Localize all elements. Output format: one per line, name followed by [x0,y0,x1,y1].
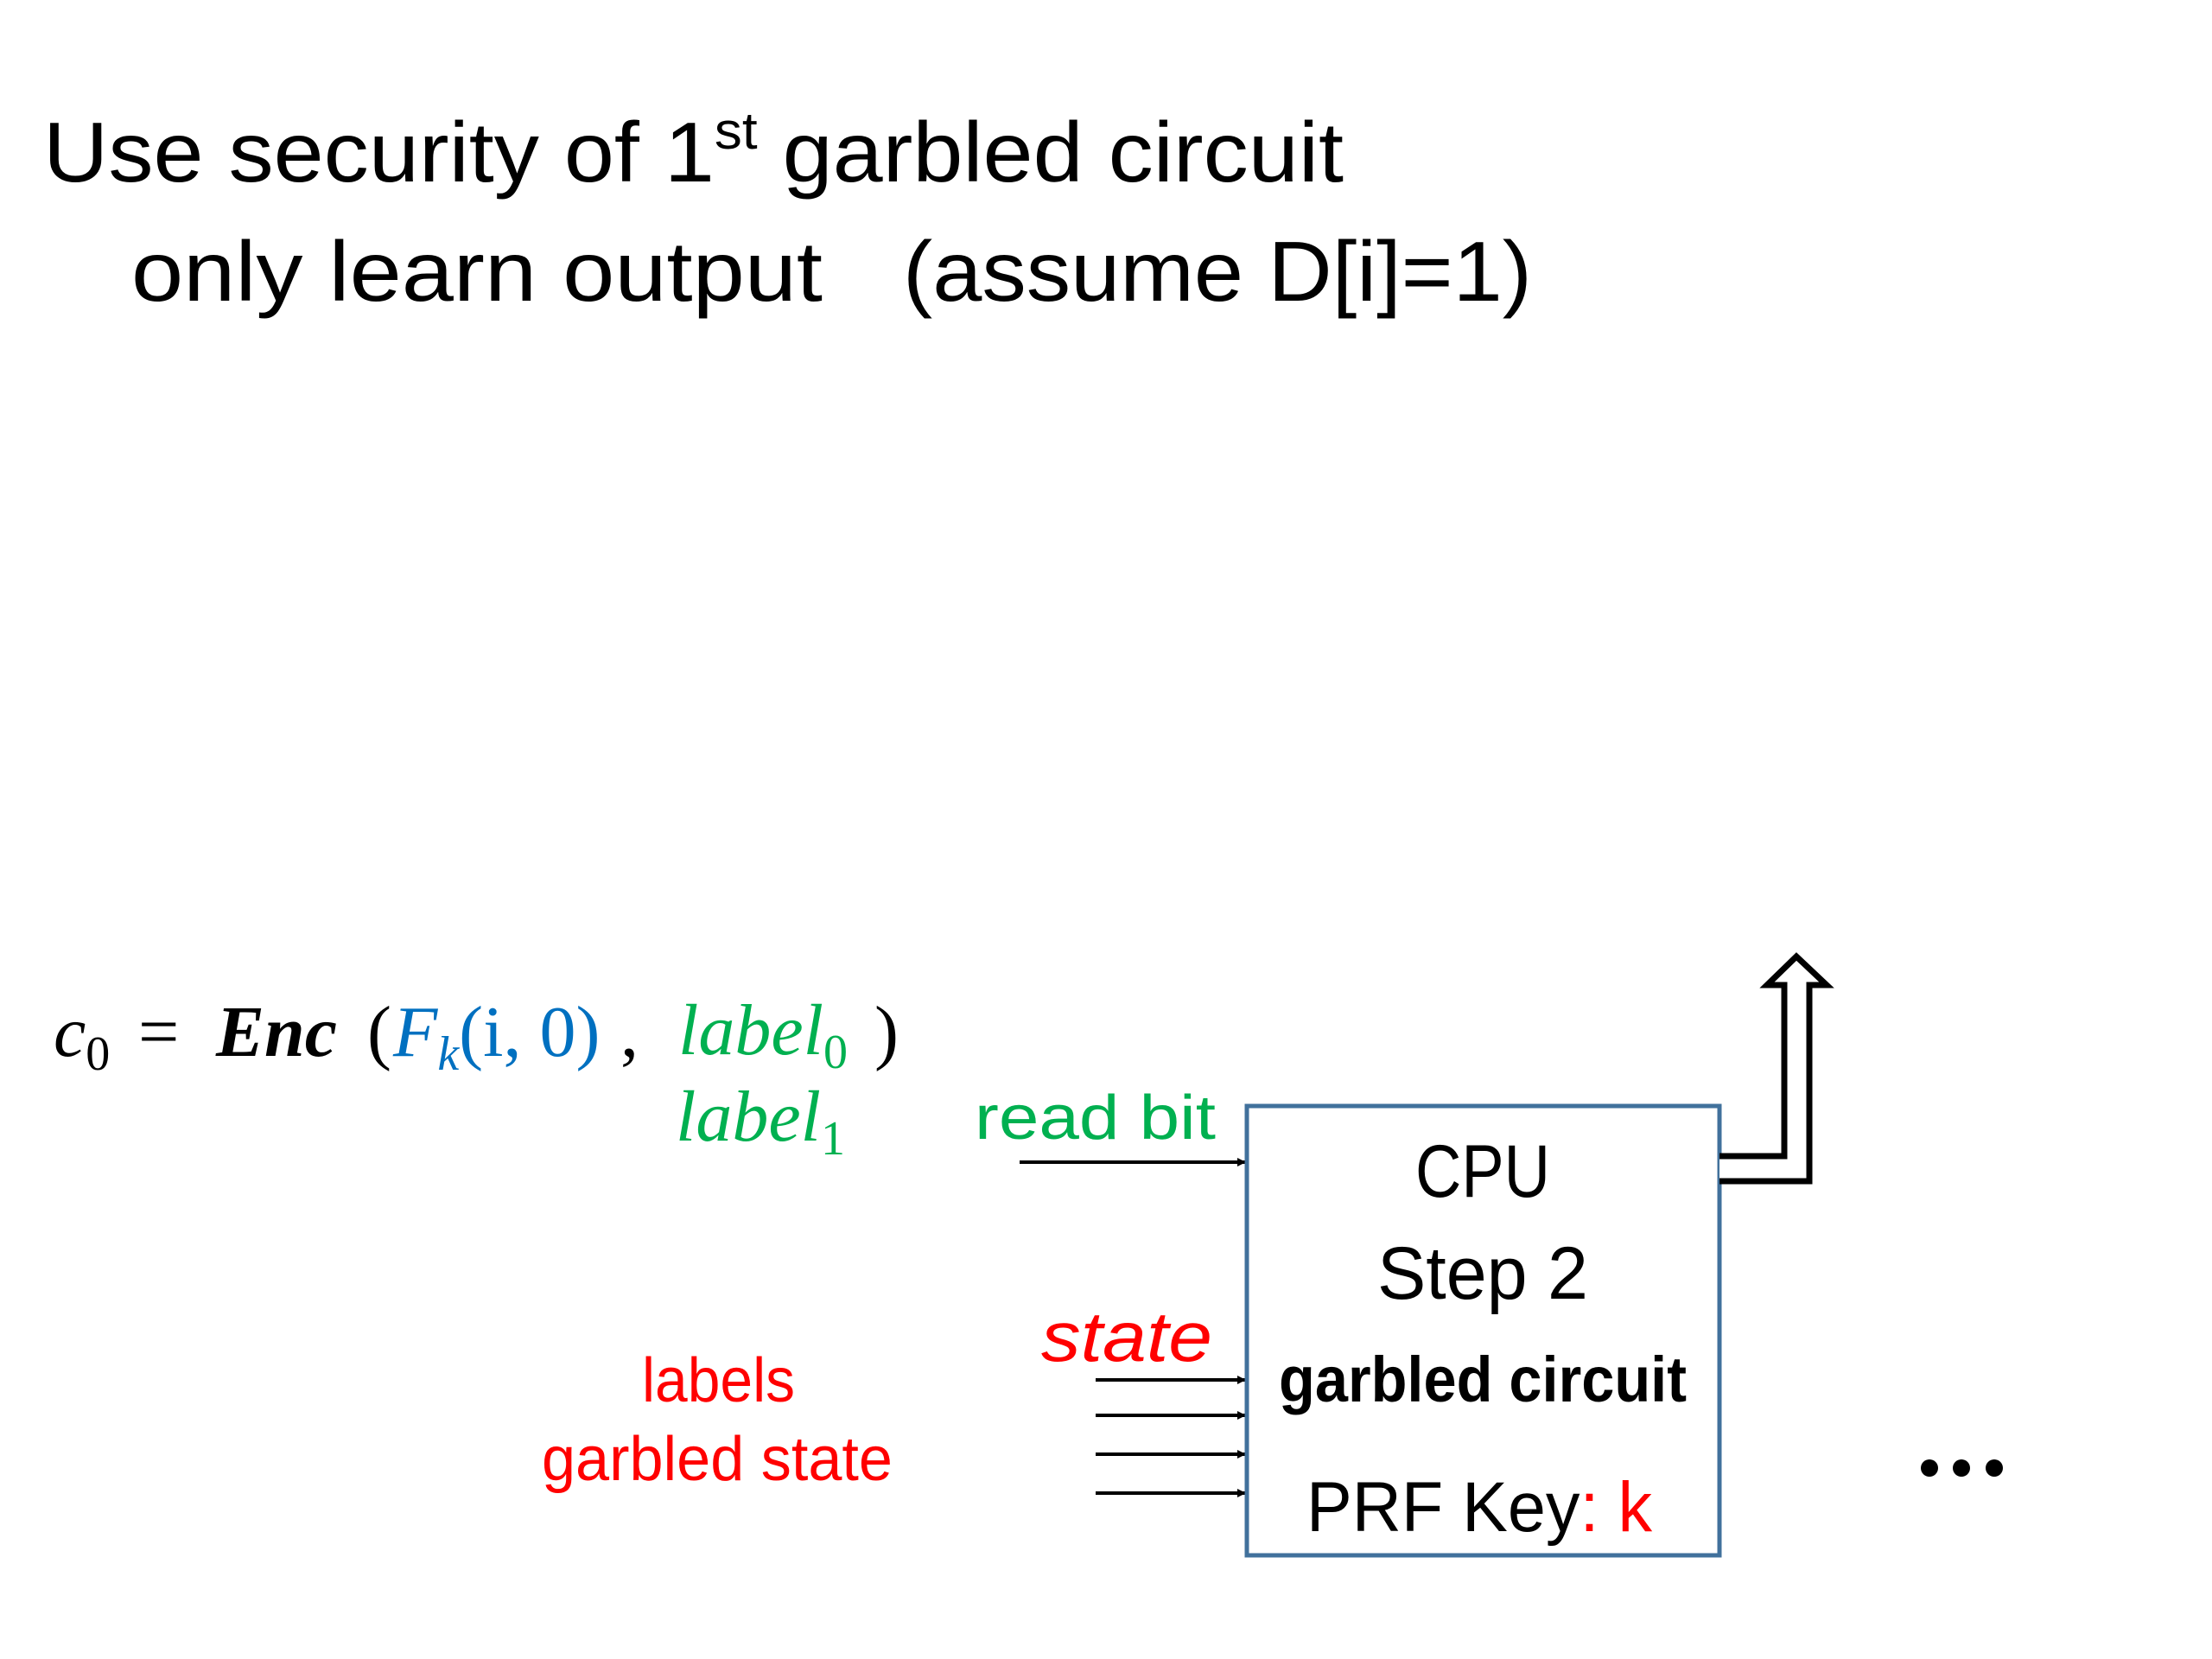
title-line-1-prefix: Use security of 1 [43,105,715,200]
equation-comma: , [620,992,639,1072]
label1-text: label [676,1077,821,1157]
prf-key-separator: : [1580,1468,1618,1547]
equation-enc-function: Enc [215,992,337,1072]
cpu-box-border [1244,1103,1722,1558]
read-bit-label: read bit [975,1084,1216,1153]
cpu-step-box: CPU Step 2 garbled circuit PRF Key: k [1244,1103,1722,1558]
equation-label1: label1 [676,1077,845,1166]
ellipsis-dot [1953,1459,1970,1477]
title-superscript: st [715,102,758,160]
title-line-2-note: (assume D[i]=1) [903,224,1532,319]
equation-lhs-subscript: 0 [86,1027,110,1081]
cpu-garbled-circuit: garbled circuit [1279,1344,1687,1415]
equation-prf: Fk(i, 0) [392,992,600,1081]
ellipsis-dot [1921,1459,1938,1477]
label0-subscript: 0 [823,1026,848,1079]
output-arrow-icon [1719,952,1834,1185]
equation-label0: label0 [678,990,848,1079]
equation-prf-subscript: k [437,1027,460,1081]
labels-caption: labels [642,1346,795,1415]
label0-text: label [678,990,823,1071]
garbled-state-caption: garbled state [542,1425,893,1494]
title-line-2-main: only learn output [131,224,823,319]
state-input-arrows [1096,1376,1246,1497]
equation-open-paren: ( [367,992,391,1072]
equation-prf-args: (i, 0) [459,992,600,1072]
cpu-step: Step 2 [1377,1232,1588,1315]
label1-subscript: 1 [821,1112,845,1166]
continuation-ellipsis-icon [1921,1459,2003,1477]
equation-lhs: c0 [54,992,110,1081]
prf-key-line: PRF Key: k [1306,1468,1653,1547]
prf-key-label: PRF Key [1306,1468,1580,1547]
equation-prf-symbol: F [392,992,439,1072]
equation-equals: = [138,992,179,1072]
prf-key-value: k [1618,1468,1653,1547]
title-line-1-suffix: garbled circuit [758,105,1344,200]
encryption-equation: c0 = Enc ( Fk(i, 0) , label0 ) label1 [54,990,899,1166]
ellipsis-dot [1986,1459,2003,1477]
state-label: state [1041,1298,1212,1376]
equation-close-paren: ) [874,992,899,1072]
cpu-title: CPU [1415,1130,1550,1213]
equation-lhs-symbol: c [54,992,86,1072]
